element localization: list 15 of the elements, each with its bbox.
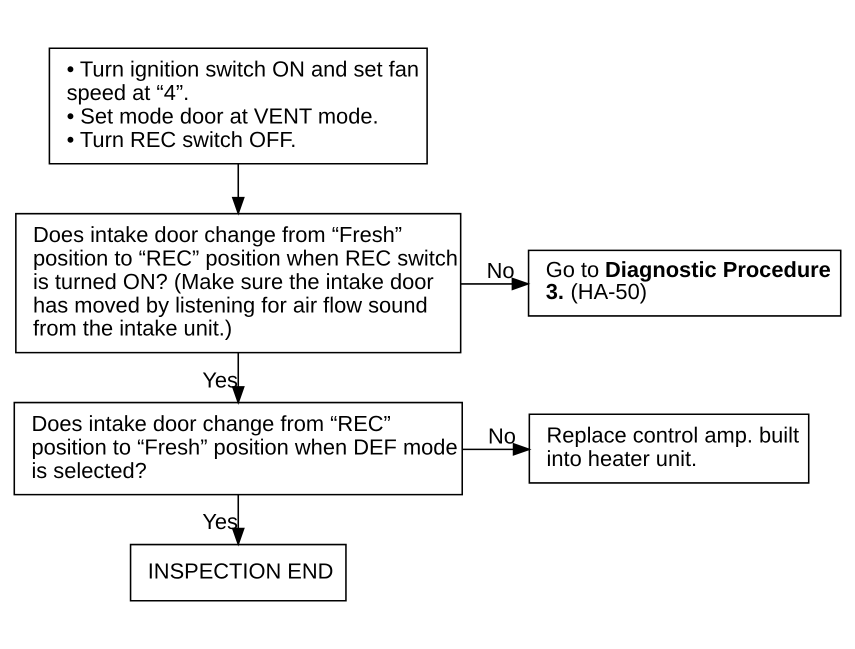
node-box: INSPECTION END xyxy=(130,544,347,602)
edge-label: Yes xyxy=(202,367,238,392)
edge-label: Yes xyxy=(202,509,238,534)
arrow xyxy=(462,442,532,456)
node-box: Go to Diagnostic Procedure 3. (HA-50) xyxy=(528,250,842,317)
node-box: Does intake door change from “REC” position to “Fresh” position when DEF mode is selected? xyxy=(14,402,463,496)
arrow xyxy=(460,277,530,290)
node-box: • Turn ignition switch ON and set fan speed at “4”. • Set mode door at VENT mode. • Turn REC switch OFF. xyxy=(48,47,428,165)
node-box: Replace control amp. built into heater unit. xyxy=(528,413,810,484)
edge-label: No xyxy=(486,258,515,283)
node-box: Does intake door change from “Fresh” position to “REC” position when REC switch is turned ON? (Make sure the intake door has moved by listening for air flow sound from the intake unit.) xyxy=(15,212,462,354)
arrow xyxy=(232,164,245,216)
arrow xyxy=(232,352,245,405)
edge-label: No xyxy=(488,423,516,448)
arrow xyxy=(232,494,245,546)
